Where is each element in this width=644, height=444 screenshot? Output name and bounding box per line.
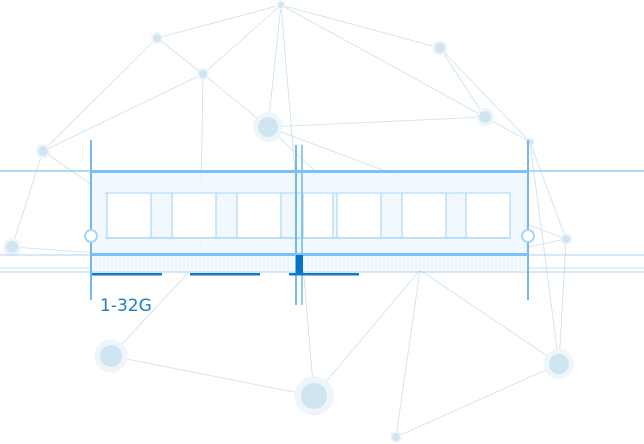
network-link — [42, 37, 158, 152]
network-link — [558, 238, 567, 365]
memory-chip — [302, 192, 334, 239]
memory-chip — [106, 192, 152, 239]
network-node — [38, 146, 48, 156]
memory-chip — [401, 192, 447, 239]
network-link — [156, 4, 282, 39]
capacity-label: 1-32G — [100, 296, 152, 316]
network-link — [42, 73, 204, 152]
network-link — [439, 47, 531, 143]
network-node — [549, 354, 569, 374]
network-link — [529, 141, 567, 240]
network-node — [301, 383, 327, 409]
network-link — [280, 4, 486, 118]
network-node — [100, 345, 122, 367]
network-link — [419, 269, 560, 365]
network-link — [395, 269, 421, 438]
network-link — [267, 116, 486, 128]
memory-chip — [465, 192, 511, 239]
network-node — [278, 2, 284, 8]
network-link — [11, 150, 44, 248]
network-link — [439, 47, 486, 118]
network-node — [258, 117, 278, 137]
network-link — [156, 37, 204, 75]
network-link — [267, 4, 282, 128]
network-node — [392, 433, 400, 441]
network-link — [110, 259, 201, 357]
network-node — [199, 70, 207, 78]
memory-chip — [171, 192, 217, 239]
network-node — [435, 43, 445, 53]
network-node — [153, 34, 161, 42]
network-link — [202, 4, 282, 75]
network-link — [313, 269, 421, 397]
network-link — [529, 141, 560, 365]
network-link — [395, 363, 560, 438]
network-node — [479, 111, 491, 123]
network-link — [280, 4, 441, 49]
network-node — [562, 235, 570, 243]
network-link — [110, 355, 315, 397]
memory-chip — [336, 192, 382, 239]
memory-chip — [236, 192, 282, 239]
network-node — [6, 241, 18, 253]
